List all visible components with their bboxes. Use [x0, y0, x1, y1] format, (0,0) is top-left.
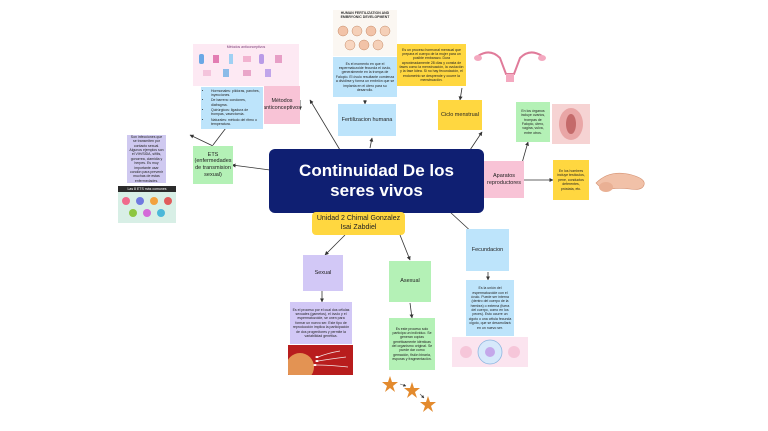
node-ciclo-menstrual[interactable]: Ciclo menstrual — [438, 100, 482, 130]
description-text: Es el momento en que el espermatozoide f… — [335, 61, 395, 92]
description-text: Es un proceso hormonal mensual que prepa… — [399, 47, 464, 83]
connector-line — [409, 302, 414, 319]
illustration-title: HUMAN FERTILIZATION AND EMBRYONIC DEVELO… — [340, 11, 390, 20]
node-label: Asexual — [400, 278, 420, 285]
zygote-icon — [460, 339, 520, 365]
node-asexual[interactable]: Asexual — [389, 261, 431, 302]
female-anatomy-illustration — [552, 104, 590, 144]
ciclo-menstrual-description[interactable]: Es un proceso hormonal mensual que prepa… — [397, 44, 466, 86]
node-label: Fecundacion — [471, 246, 504, 253]
sperm-egg-icon — [288, 350, 349, 375]
contraceptive-methods-chart: Métodos anticonceptivos — [193, 44, 299, 86]
node-metodos-anticonceptivos[interactable]: Métodos anticonceptivos — [264, 86, 300, 124]
fecundacion-description[interactable]: Es la unión del espermatozoide con el óv… — [466, 280, 514, 336]
connector-line — [399, 234, 411, 261]
contraceptive-icons — [199, 54, 282, 78]
central-topic[interactable]: Continuidad De los seres vivos — [269, 149, 484, 213]
node-label: Métodos anticonceptivos — [264, 98, 300, 111]
fertilizacion-description[interactable]: Es el momento en que el espermatozoide f… — [333, 57, 397, 97]
subtitle-text: Unidad 2 Chimal Gonzalez Isai Zabdiel — [316, 215, 401, 231]
node-label: Fertilizacion humana — [341, 116, 393, 123]
ets-description[interactable]: Son infecciones que se transmiten por co… — [127, 135, 166, 183]
starfish-icon — [382, 376, 436, 412]
connector-line — [309, 99, 341, 151]
node-label: Ciclo menstrual — [441, 111, 479, 118]
node-ets[interactable]: ETS (enfermedades de transmision sexual) — [193, 146, 233, 184]
node-fertilizacion-humana[interactable]: Fertilizacion humana — [338, 104, 396, 136]
node-label: Aparatos reproductores — [487, 172, 521, 186]
chart-title: Métodos anticonceptivos — [226, 45, 266, 49]
sexual-description[interactable]: Es el proceso por el cual dos células se… — [290, 302, 352, 344]
node-sexual[interactable]: Sexual — [303, 255, 343, 291]
fertilization-illustration: HUMAN FERTILIZATION AND EMBRYONIC DEVELO… — [333, 10, 397, 56]
uterus-icon — [474, 51, 546, 82]
asexual-description[interactable]: Es este proceso solo participa un indivi… — [389, 318, 435, 370]
female-reproductive-diagram — [468, 44, 552, 86]
description-text: Es el proceso por el cual dos células se… — [292, 307, 350, 338]
ets-infographic: Las 8 ETS más comunes — [118, 186, 176, 223]
fecundation-cell-illustration — [452, 337, 528, 367]
description-text: Es este proceso solo participa un indivi… — [391, 326, 433, 362]
embryo-stages-icon — [337, 25, 391, 50]
methods-list-item: Naturales: método del ritmo o temperatur… — [211, 118, 261, 127]
node-fecundacion[interactable]: Fecundacion — [466, 229, 509, 271]
connector-line — [469, 131, 483, 151]
methods-list-item: Quirúrgicos: ligadura de trompas, vasect… — [211, 108, 261, 117]
connector-line — [458, 87, 463, 101]
description-text: Son infecciones que se transmiten por co… — [129, 135, 164, 183]
starfish-regeneration-illustration — [378, 372, 440, 414]
description-text: Es la unión del espermatozoide con el óv… — [468, 286, 512, 330]
connector-line — [231, 163, 271, 171]
central-title: Continuidad De los seres vivos — [299, 161, 454, 200]
male-anatomy-illustration — [590, 165, 650, 195]
contraceptive-methods-list[interactable]: Hormonales: píldoras, parches, inyeccion… — [201, 87, 263, 129]
aparato-femenino-description[interactable]: En los órganos incluye ovarios, trompas … — [516, 102, 550, 142]
connector-line — [324, 234, 346, 256]
central-subtitle[interactable]: Unidad 2 Chimal Gonzalez Isai Zabdiel — [312, 212, 405, 235]
methods-list: Hormonales: píldoras, parches, inyeccion… — [203, 89, 261, 128]
fertilization-photo — [288, 345, 353, 375]
node-label: Sexual — [314, 269, 332, 276]
description-text: En los órganos incluye ovarios, trompas … — [520, 108, 546, 135]
methods-list-item: Hormonales: píldoras, parches, inyeccion… — [211, 89, 261, 98]
infographic-title: Las 8 ETS más comunes — [118, 186, 176, 193]
node-aparatos-reproductores[interactable]: Aparatos reproductores — [484, 161, 524, 198]
node-label: ETS (enfermedades de transmision sexual) — [194, 151, 232, 178]
methods-list-item: De barrera: condones, diafragma. — [211, 98, 261, 107]
connector-line — [369, 137, 374, 149]
pathogen-icons — [122, 197, 172, 218]
description-text: En los hombres incluye testículos, pene,… — [557, 169, 585, 191]
aparato-masculino-description[interactable]: En los hombres incluye testículos, pene,… — [553, 160, 589, 200]
male-anatomy-icon — [595, 172, 645, 192]
connector-line — [189, 134, 214, 147]
female-anatomy-icon — [559, 108, 583, 140]
